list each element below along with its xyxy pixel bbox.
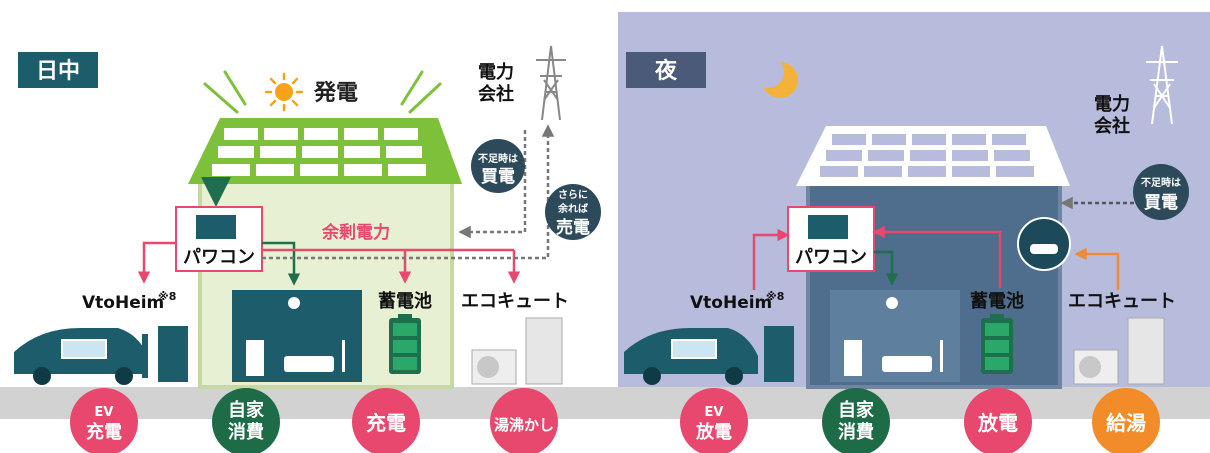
day-solar-roof — [188, 118, 462, 184]
day-usage-circle-self-consumption — [212, 388, 280, 453]
night-usage-circle-text: EV — [705, 405, 724, 420]
day-power-tower-icon — [536, 45, 566, 121]
night-usage-circle-ev-discharge — [680, 388, 748, 453]
day-usage-circle-battery-charge — [352, 388, 420, 453]
night-usage-circle-battery-discharge — [964, 388, 1032, 453]
night-tag: 夜 — [654, 58, 678, 84]
v2h-to-pcs-arrow — [752, 228, 790, 290]
ceiling-light-icon — [288, 297, 300, 309]
night-solar-roof — [796, 126, 1070, 186]
night-v2h-charger-icon — [764, 326, 794, 382]
day-battery-icon — [389, 314, 421, 374]
pcs-to-room-arrow — [262, 241, 301, 286]
svg-text:買電: 買電 — [481, 167, 515, 187]
day-pcs-label: パワコン — [183, 247, 255, 268]
day-ev-car-icon — [14, 328, 148, 385]
day-usage-circle-text: 自家 — [228, 399, 265, 421]
day-panel: 日中 発電 — [14, 45, 601, 389]
svg-text:売電: 売電 — [556, 217, 590, 238]
night-v2h-label: VtoHeim — [690, 293, 772, 313]
svg-text:不足時は: 不足時は — [1141, 176, 1181, 189]
day-v2h-label: VtoHeim — [82, 293, 164, 313]
ecocute-to-bath-arrow — [1074, 247, 1120, 290]
svg-text:不足時は: 不足時は — [478, 152, 518, 165]
svg-text:余れば: 余れば — [557, 202, 588, 215]
day-usage-circle-text: 消費 — [228, 421, 264, 443]
day-tag: 日中 — [36, 59, 80, 84]
night-power-company-line1: 電力 — [1094, 94, 1130, 115]
usage-circles: EV充電自家消費充電湯沸かしEV放電自家消費放電給湯 — [70, 388, 1160, 453]
day-buy-bubble: 不足時は 買電 — [471, 139, 525, 193]
sofa-icon — [284, 356, 334, 372]
day-ecocute-label: エコキュート — [461, 291, 569, 312]
day-usage-circle-text: EV — [95, 405, 114, 420]
night-ev-car-icon — [624, 328, 758, 385]
grid-purchase-arrow — [458, 130, 527, 239]
night-usage-circle-self-consumption — [822, 388, 890, 453]
night-usage-circle-text: 給湯 — [1106, 411, 1146, 435]
moon-icon — [752, 56, 798, 98]
day-v2h-note: ※8 — [158, 290, 176, 303]
night-power-company-line2: 会社 — [1094, 115, 1130, 137]
night-power-tower-icon — [1146, 45, 1178, 125]
generation-label: 発電 — [313, 81, 358, 106]
sun-rays-decoration — [203, 70, 442, 114]
surplus-power-label: 余剰電力 — [321, 222, 390, 243]
day-usage-circle-text: 充電 — [366, 411, 406, 435]
day-sell-bubble: さらに 余れば 売電 — [545, 184, 601, 240]
sun-icon — [264, 72, 304, 112]
day-usage-circle-text: 湯沸かし — [494, 416, 554, 434]
night-pcs-to-room-arrow — [874, 250, 899, 286]
night-tag-box — [626, 52, 706, 88]
day-v2h-charger-icon — [158, 326, 188, 382]
day-usage-circle-water-heating — [490, 388, 558, 453]
day-battery-label: 蓄電池 — [378, 290, 432, 312]
night-pcs-label: パワコン — [795, 247, 867, 268]
night-usage-circle-text: 放電 — [695, 421, 732, 443]
day-power-company-line1: 電力 — [478, 62, 514, 83]
night-battery-label: 蓄電池 — [970, 290, 1024, 312]
night-usage-circle-hot-water-supply — [1092, 388, 1160, 453]
night-usage-circle-text: 消費 — [838, 421, 874, 443]
grid-sale-arrow — [262, 124, 555, 260]
svg-text:さらに: さらに — [558, 189, 588, 201]
night-fridge-icon — [844, 340, 862, 376]
night-ceiling-light-icon — [886, 297, 898, 309]
night-living-room — [830, 290, 960, 382]
night-battery-icon — [981, 314, 1013, 374]
battery-to-pcs-arrow — [872, 225, 1002, 288]
fridge-icon — [246, 340, 264, 376]
bathtub-icon — [1017, 217, 1071, 271]
svg-text:買電: 買電 — [1144, 193, 1178, 213]
pcs-to-v2h-arrow — [137, 241, 176, 284]
night-usage-circle-text: 自家 — [838, 399, 875, 421]
day-power-company-line2: 会社 — [478, 83, 514, 105]
day-usage-circle-ev-charge — [70, 388, 138, 453]
day-pcs-unit: パワコン — [175, 206, 263, 272]
day-tag-box — [18, 52, 98, 88]
day-ecocute-icon — [471, 317, 563, 385]
night-panel: 夜 — [624, 45, 1189, 389]
night-pcs-unit: パワコン — [787, 206, 875, 272]
night-ecocute-label: エコキュート — [1068, 291, 1176, 312]
night-v2h-note: ※8 — [766, 290, 784, 303]
night-sofa-icon — [882, 356, 932, 372]
night-buy-bubble: 不足時は 買電 — [1133, 164, 1189, 220]
night-usage-circle-text: 放電 — [977, 411, 1018, 435]
day-living-room — [232, 290, 362, 382]
day-usage-circle-text: 充電 — [86, 421, 122, 443]
night-ecocute-icon — [1073, 317, 1165, 385]
